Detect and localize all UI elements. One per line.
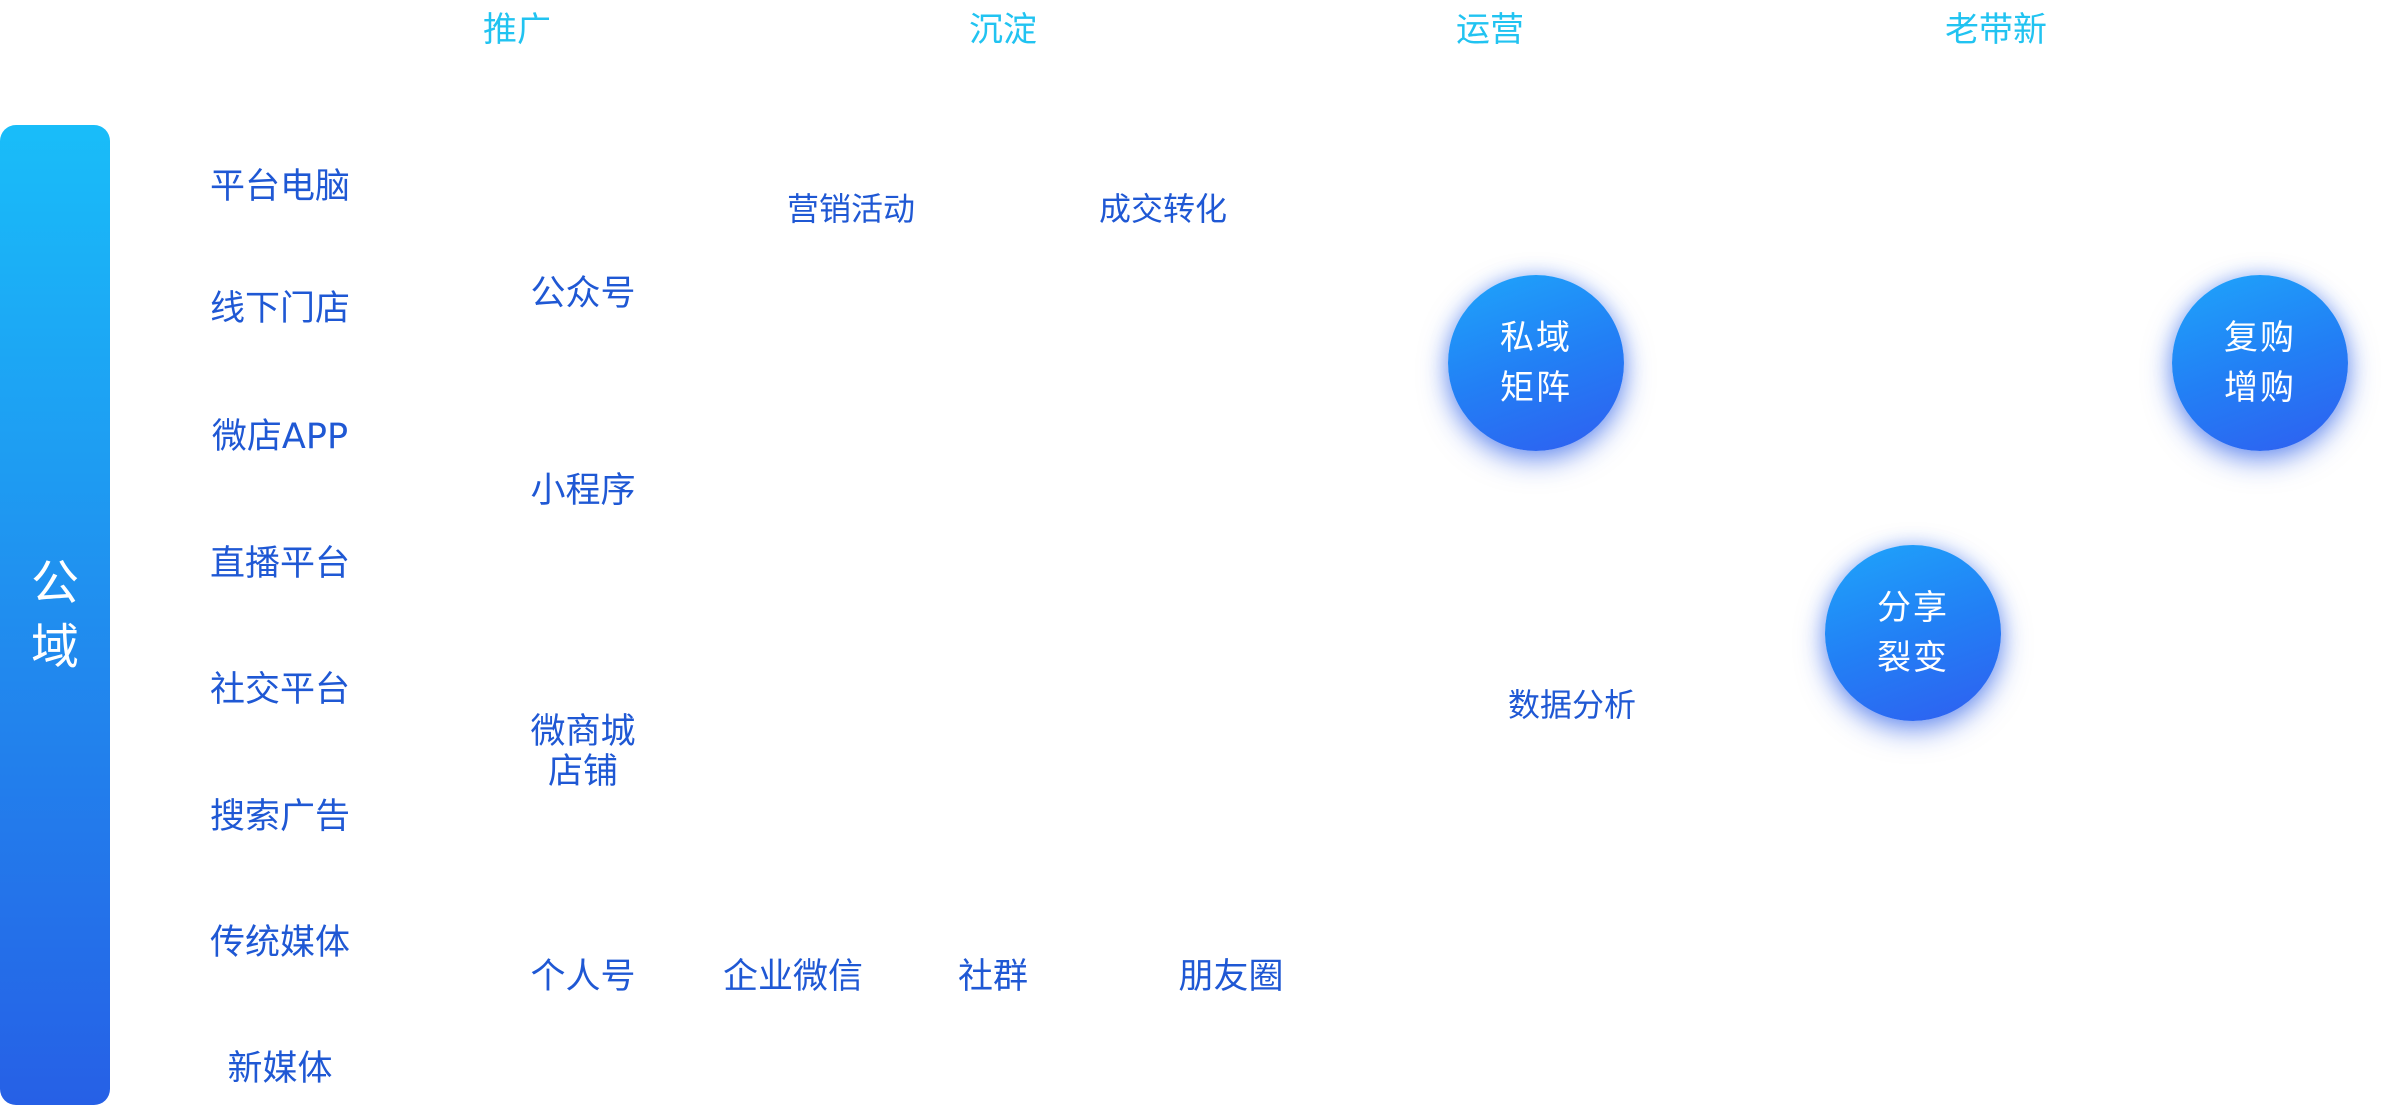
circle-label: 分享裂变 — [1877, 588, 1949, 678]
channel-item: 平台电脑 — [209, 167, 351, 207]
private-channel-item: 个人号 — [530, 957, 636, 997]
stage-header-referral: 老带新 — [1945, 10, 2047, 50]
public-domain-bar: 公域 — [0, 125, 110, 1105]
channel-item: 新媒体 — [227, 1049, 333, 1089]
channel-item: 直播平台 — [209, 544, 351, 584]
circle-label: 私域矩阵 — [1500, 318, 1572, 408]
account-item: 微商城店铺 — [530, 712, 636, 792]
private-matrix-circle: 私域矩阵 — [1448, 275, 1624, 451]
private-channel-item: 社群 — [957, 957, 1029, 997]
channel-item: 传统媒体 — [209, 923, 351, 963]
circle-label: 复购增购 — [2224, 318, 2296, 408]
private-channel-item: 朋友圈 — [1178, 957, 1284, 997]
operation-item: 数据分析 — [1507, 686, 1637, 724]
stage-header-operate: 运营 — [1456, 10, 1524, 50]
sediment-item: 营销活动 — [786, 190, 916, 228]
sediment-item: 成交转化 — [1098, 190, 1228, 228]
stage-header-sediment: 沉淀 — [969, 10, 1037, 50]
share-fission-circle: 分享裂变 — [1825, 545, 2001, 721]
private-channel-item: 企业微信 — [722, 957, 864, 997]
channel-item: 线下门店 — [209, 289, 351, 329]
account-item: 公众号 — [530, 274, 636, 314]
channel-item: 搜索广告 — [209, 797, 351, 837]
channel-item: 社交平台 — [209, 670, 351, 710]
account-item: 小程序 — [530, 471, 636, 511]
stage-header-promote: 推广 — [483, 10, 551, 50]
repurchase-circle: 复购增购 — [2172, 275, 2348, 451]
public-domain-label: 公域 — [30, 555, 79, 675]
channel-item: 微店APP — [211, 417, 349, 457]
